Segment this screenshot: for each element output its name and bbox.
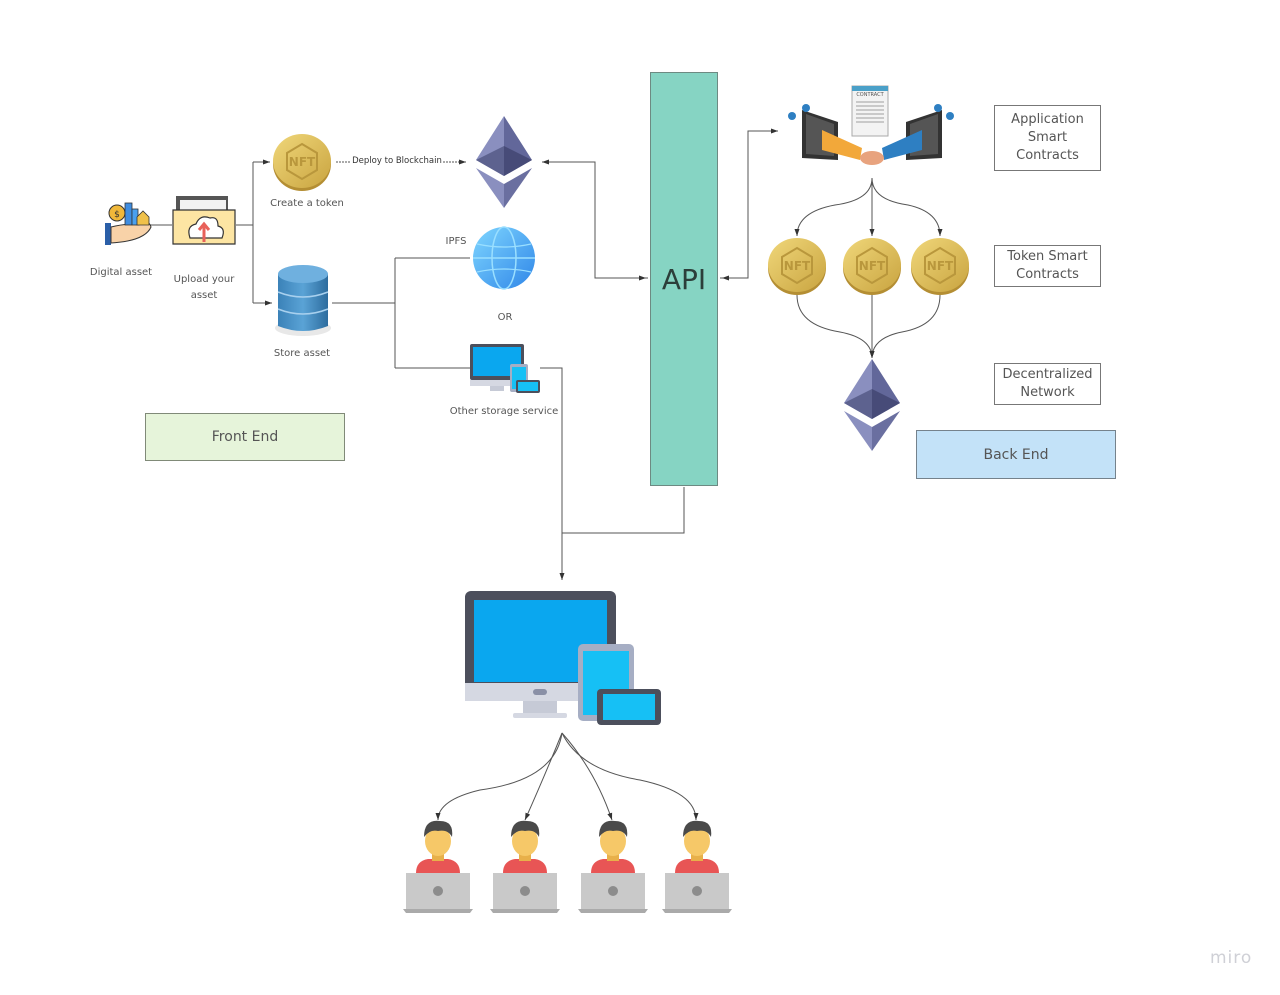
or-label: OR <box>497 312 513 323</box>
edge-api-to-clients <box>562 487 685 534</box>
token-coin-icon <box>910 237 970 296</box>
digital-asset-label: Digital asset <box>89 267 153 278</box>
upload-asset-icon <box>172 196 236 245</box>
edge-api-to-contracts <box>720 128 778 279</box>
edge-upload-branch <box>236 162 254 303</box>
deploy-to-blockchain-label: Deploy to Blockchain <box>352 156 442 166</box>
ipfs-globe-icon <box>473 226 535 290</box>
edge-token-1-to-network <box>796 294 875 359</box>
edge-clients-to-user-2 <box>524 732 563 821</box>
edge-api-to-eth <box>542 159 648 279</box>
digital-asset-icon: $ <box>105 202 152 245</box>
decentralized-network-eth-icon <box>844 359 900 451</box>
api-block: API <box>650 72 718 486</box>
upload-asset-label: Upload your asset <box>173 274 235 301</box>
user-icon <box>578 820 648 913</box>
edge-contract-to-token-3 <box>871 177 943 237</box>
storage-devices-icon <box>470 344 540 393</box>
client-devices-icon <box>465 591 661 725</box>
edge-token-3-to-network <box>869 294 941 359</box>
smart-contract-icon: CONTRACT <box>788 85 954 165</box>
svg-text:CONTRACT: CONTRACT <box>856 92 884 98</box>
connectors <box>150 128 943 821</box>
miro-watermark: miro <box>1210 948 1253 968</box>
edge-storage-to-clients <box>540 367 565 580</box>
token-coin-icon <box>767 237 827 296</box>
front-end-section-label: Front End <box>145 413 345 461</box>
create-token-label: Create a token <box>270 198 344 209</box>
svg-text:$: $ <box>114 210 120 220</box>
store-asset-label: Store asset <box>273 348 331 359</box>
edge-clients-to-user-3 <box>561 732 613 821</box>
edge-clients-to-user-4 <box>561 732 699 821</box>
nft-coin-icon <box>272 133 332 192</box>
edge-store-to-storage <box>332 257 470 369</box>
ipfs-label: IPFS <box>445 236 467 247</box>
ethereum-icon <box>476 116 532 208</box>
legend-application-smart-contracts: Application Smart Contracts <box>994 105 1101 171</box>
user-icon <box>662 820 732 913</box>
edge-contract-to-token-1 <box>794 177 873 237</box>
user-icon <box>403 820 473 913</box>
user-icon <box>490 820 560 913</box>
other-storage-label: Other storage service <box>449 406 559 417</box>
token-coin-icon <box>842 237 902 296</box>
database-icon <box>275 265 331 336</box>
legend-token-smart-contracts: Token Smart Contracts <box>994 245 1101 287</box>
back-end-section-label: Back End <box>916 430 1116 479</box>
edge-clients-to-user-1 <box>435 732 563 821</box>
legend-decentralized-network: Decentralized Network <box>994 363 1101 405</box>
